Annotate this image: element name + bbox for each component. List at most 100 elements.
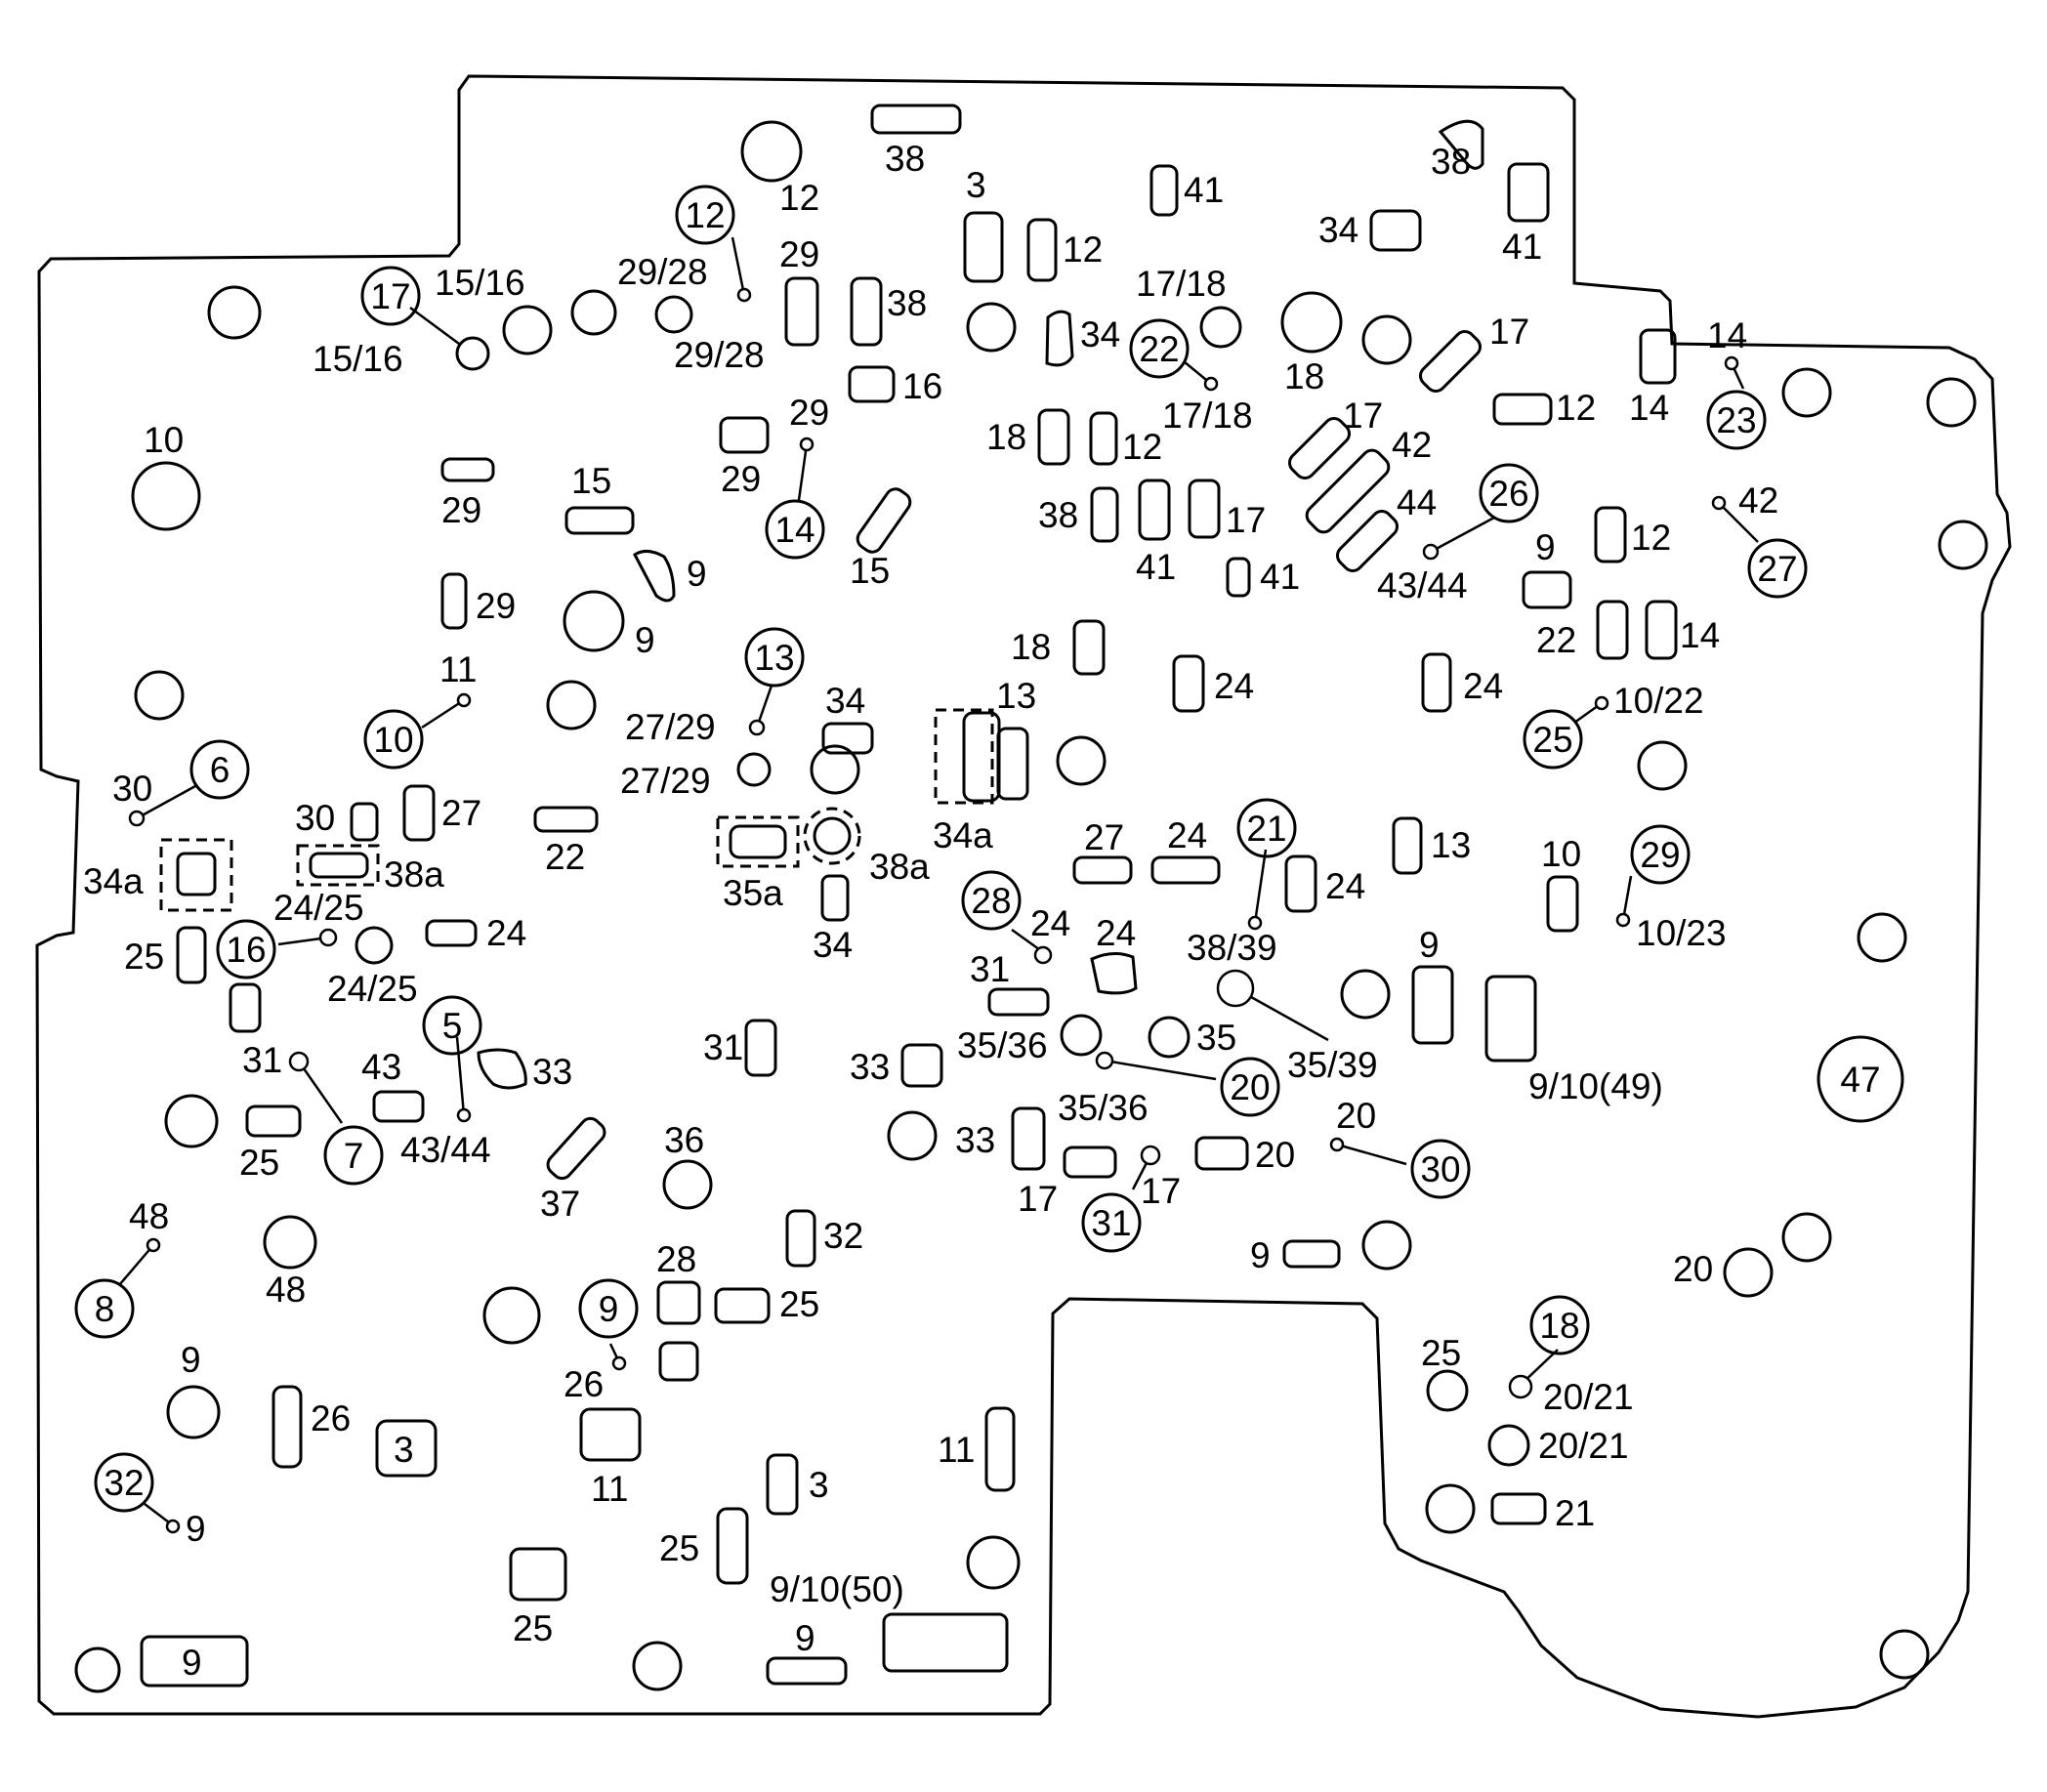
port-circle [1361,314,1412,365]
slot [658,1341,699,1382]
label-11: 11 [938,1430,975,1470]
svg-text:26: 26 [1488,474,1528,514]
leader-line [1430,516,1495,554]
port-circle [1280,291,1343,354]
label-20: 20 [1673,1249,1713,1289]
callout-5: 5 [422,995,482,1056]
label-3: 3 [809,1465,829,1505]
leader-dot [1724,355,1739,371]
leader-dot [128,810,146,827]
svg-text:13: 13 [754,638,794,678]
label-41: 41 [1184,170,1224,210]
label-41: 41 [1502,227,1542,267]
slot [820,874,850,922]
slot [850,276,883,347]
port-circle [74,1646,121,1693]
leader-dot [1711,495,1727,511]
svg-text:21: 21 [1246,809,1286,849]
slot [1284,854,1317,913]
label-20-21: 20/21 [1543,1377,1634,1417]
port-circle [1340,969,1391,1020]
irregular-slot [1045,310,1074,367]
label-17: 17 [1343,396,1383,436]
label-34a: 34a [933,815,993,855]
slot [962,711,1001,803]
irregular-slot [633,550,676,603]
angled-slot [1287,416,1352,480]
label-15: 15 [571,461,611,501]
label-24: 24 [1167,815,1207,855]
leader-dot [1422,543,1440,561]
label-14: 14 [1680,615,1720,655]
leader-line [118,1244,154,1286]
slot [1645,600,1678,660]
label-34a: 34a [83,861,144,901]
label-12: 12 [1122,427,1162,467]
slot [785,1209,816,1268]
label-25: 25 [779,1284,819,1324]
leader-line [136,784,196,820]
leader-line [409,306,460,346]
svg-text:5: 5 [442,1006,463,1046]
slot [440,572,468,630]
leader-dot [1615,912,1631,928]
label-12: 12 [1556,388,1596,428]
callout-29: 29 [1630,824,1691,885]
leader-dot [1329,1137,1345,1152]
slot [987,987,1050,1017]
svg-text:12: 12 [685,195,725,235]
slot [821,722,874,755]
label-34: 34 [1318,210,1358,250]
svg-text:32: 32 [104,1463,144,1503]
label-35a: 35a [723,873,783,913]
label-30: 30 [295,798,335,838]
svg-text:8: 8 [95,1289,115,1329]
port-circle [1426,1369,1469,1412]
callout-16: 16 [216,919,276,979]
label-32: 32 [823,1216,863,1256]
slot [1011,1106,1046,1171]
slot [1149,164,1179,217]
slot [425,919,478,947]
callout-20: 20 [1220,1057,1280,1117]
slot [176,926,207,984]
leader-dot [1508,1374,1533,1399]
label-38-39: 38/39 [1187,928,1277,968]
svg-text:10: 10 [373,720,413,760]
port-circle [131,461,201,531]
slot [1546,875,1579,933]
label-3: 3 [966,165,986,205]
label-15-16: 15/16 [435,263,525,303]
label-29: 29 [476,586,516,626]
label-24: 24 [1325,866,1365,906]
label-27-29: 27/29 [625,707,716,747]
callout-25: 25 [1523,709,1583,770]
slot [1411,965,1454,1045]
label-25: 25 [513,1608,553,1648]
label-24: 24 [1030,903,1070,943]
slot [272,1385,303,1469]
port-circle [164,1094,219,1148]
port-circle [1781,367,1832,418]
label-20-21: 20/21 [1538,1426,1629,1466]
label-43-44: 43/44 [400,1130,491,1170]
port-circle [1938,520,1988,570]
label-25: 25 [239,1143,279,1183]
label-25: 25 [124,937,164,977]
dashed-outline [934,708,994,805]
port-circle [482,1286,541,1345]
slot [900,1043,943,1088]
slot [744,1019,777,1077]
label-9: 9 [182,1643,202,1683]
label-13: 13 [996,676,1036,716]
label-17-18: 17/18 [1162,396,1253,436]
port-circle [736,752,772,787]
slot [1522,570,1572,609]
port-circle [207,285,262,340]
svg-text:29: 29 [1640,835,1680,875]
label-9: 9 [635,620,655,660]
port-circle [1199,306,1242,349]
port-circle [1926,377,1977,428]
callout-30: 30 [1410,1139,1471,1199]
leader-dot [1095,1051,1114,1070]
